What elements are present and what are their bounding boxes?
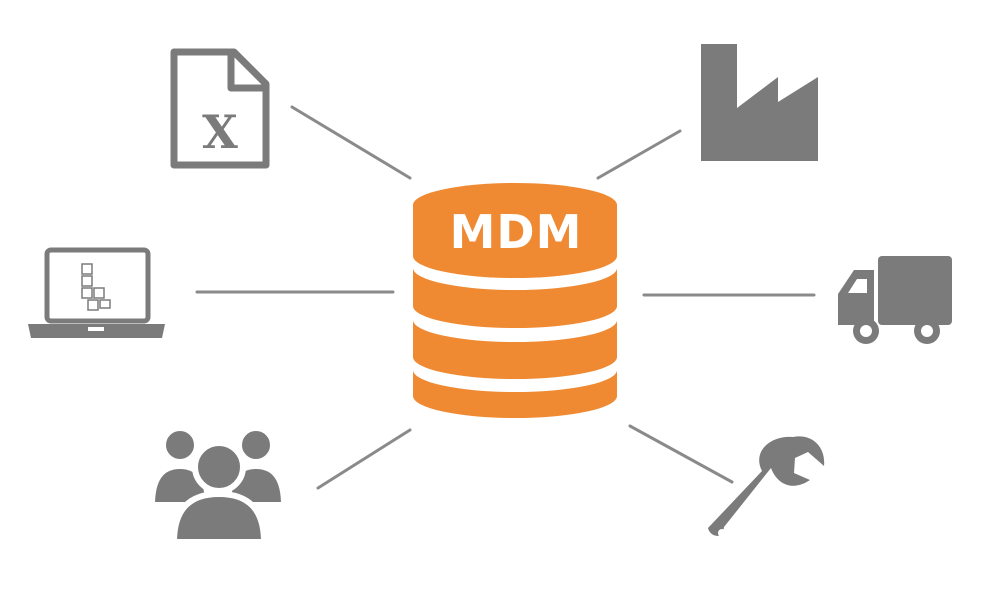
wrench-icon bbox=[708, 436, 825, 537]
laptop-icon bbox=[28, 247, 165, 338]
connector-users bbox=[316, 428, 412, 490]
connector-excel bbox=[290, 105, 412, 180]
connectors bbox=[195, 105, 816, 490]
database-icon: MDM bbox=[413, 183, 617, 418]
delivery-truck-icon bbox=[838, 256, 952, 344]
database-section-2 bbox=[413, 268, 617, 328]
users-group-icon bbox=[148, 425, 288, 545]
excel-glyph: X bbox=[202, 105, 238, 159]
database-section-3 bbox=[413, 320, 617, 379]
connector-wrench bbox=[628, 424, 734, 484]
factory-icon bbox=[701, 44, 818, 161]
connector-factory bbox=[596, 129, 682, 180]
database-section-4 bbox=[413, 370, 617, 418]
excel-file-icon: X bbox=[170, 48, 270, 169]
hub-label: MDM bbox=[450, 205, 583, 259]
database-top-section bbox=[413, 183, 617, 278]
stacked-boxes-logo bbox=[81, 263, 111, 311]
